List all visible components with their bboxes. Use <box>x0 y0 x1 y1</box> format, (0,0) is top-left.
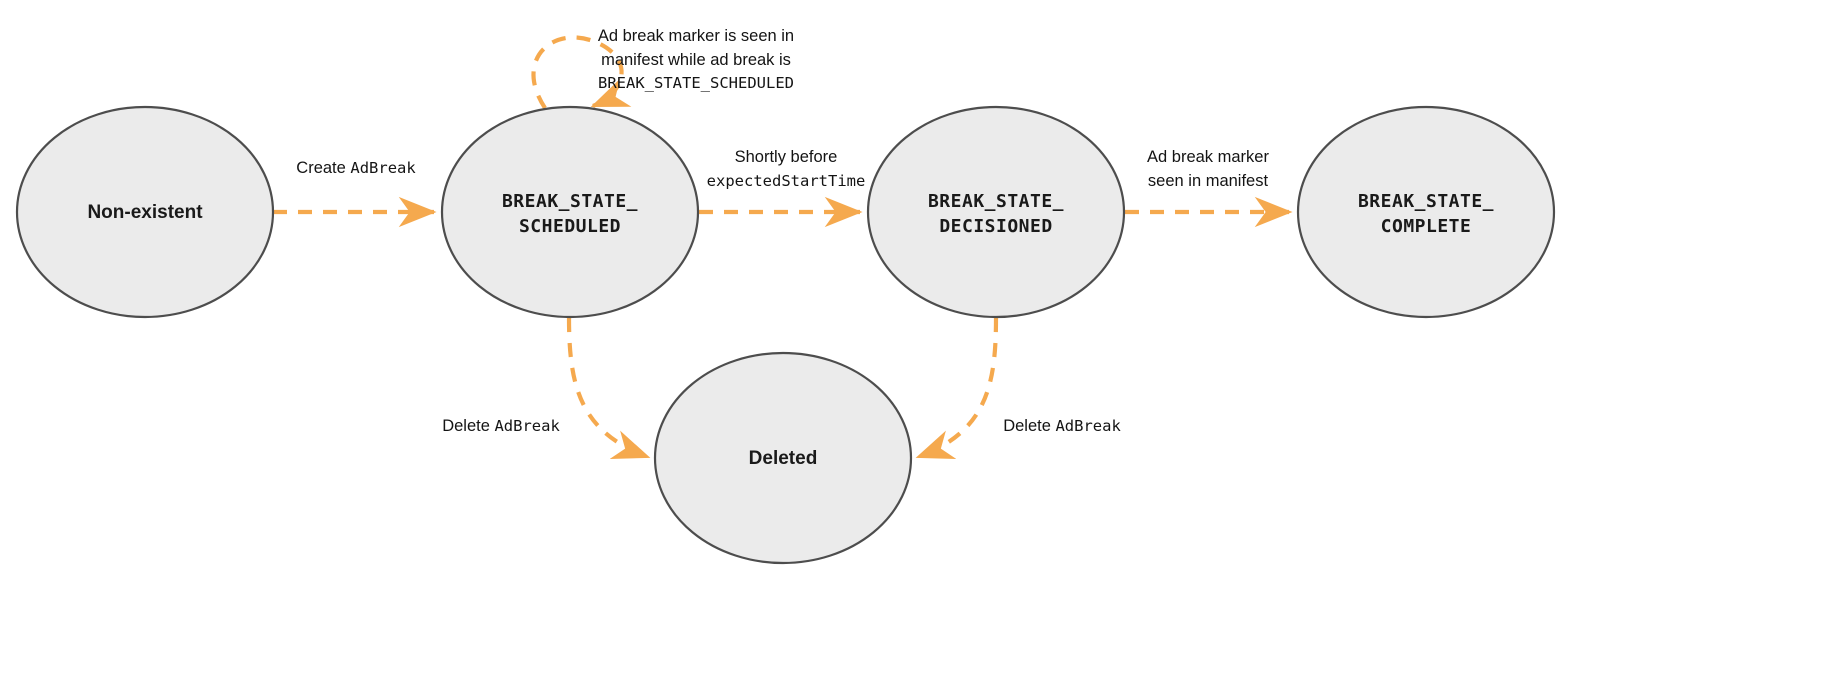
edge-label-delete-from-scheduled: Delete AdBreak <box>442 417 560 435</box>
node-decisioned-shape[interactable] <box>866 105 1126 319</box>
node-decisioned[interactable]: BREAK_STATE_ DECISIONED <box>866 105 1126 319</box>
edge-label-self-loop-line1: Ad break marker is seen in <box>598 27 794 45</box>
node-scheduled[interactable]: BREAK_STATE_ SCHEDULED <box>440 105 700 319</box>
node-deleted[interactable]: Deleted <box>653 351 913 565</box>
edge-label-self-loop-line3: BREAK_STATE_SCHEDULED <box>598 74 794 92</box>
edge-label-shortly-before: Shortly before expectedStartTime <box>707 148 866 190</box>
node-scheduled-shape[interactable] <box>440 105 700 319</box>
edge-delete-from-scheduled <box>566 317 651 459</box>
node-complete-label-line1: BREAK_STATE_ <box>1358 191 1494 212</box>
edge-label-create: Create AdBreak <box>296 159 416 177</box>
edge-label-marker-seen-complete: Ad break marker seen in manifest <box>1147 148 1269 190</box>
edge-label-shortly-before-line1: Shortly before <box>735 148 838 166</box>
edge-self-loop-line <box>531 35 632 110</box>
edge-label-delete-from-decisioned-text: Delete AdBreak <box>1003 417 1121 435</box>
edge-marker-seen-self-loop <box>531 35 632 110</box>
node-nonexistent-shape[interactable] <box>15 105 275 319</box>
edge-label-create-text: Create AdBreak <box>296 159 416 177</box>
edge-delete-from-decisioned <box>915 317 999 459</box>
node-complete[interactable]: BREAK_STATE_ COMPLETE <box>1296 105 1556 319</box>
node-deleted-shape[interactable] <box>653 351 913 565</box>
edge-label-marker-seen-complete-line1: Ad break marker <box>1147 148 1269 166</box>
edge-label-self-loop-line2: manifest while ad break is <box>601 51 791 69</box>
node-decisioned-label-line1: BREAK_STATE_ <box>928 191 1064 212</box>
edge-delete-from-scheduled-line <box>566 317 651 459</box>
node-nonexistent-label: Non-existent <box>87 202 203 223</box>
node-nonexistent[interactable]: Non-existent <box>15 105 275 319</box>
edge-label-self-loop: Ad break marker is seen in manifest whil… <box>598 27 794 92</box>
edge-label-shortly-before-line2: expectedStartTime <box>707 172 866 190</box>
node-scheduled-label-line2: SCHEDULED <box>519 216 621 237</box>
node-deleted-label: Deleted <box>749 448 818 469</box>
node-complete-label-line2: COMPLETE <box>1381 216 1472 237</box>
edge-label-marker-seen-complete-line2: seen in manifest <box>1148 172 1269 190</box>
edge-label-delete-from-scheduled-text: Delete AdBreak <box>442 417 560 435</box>
node-decisioned-label-line2: DECISIONED <box>939 216 1052 237</box>
edge-label-delete-from-decisioned: Delete AdBreak <box>1003 417 1121 435</box>
node-scheduled-label-line1: BREAK_STATE_ <box>502 191 638 212</box>
edge-delete-from-decisioned-line <box>915 317 999 459</box>
node-complete-shape[interactable] <box>1296 105 1556 319</box>
